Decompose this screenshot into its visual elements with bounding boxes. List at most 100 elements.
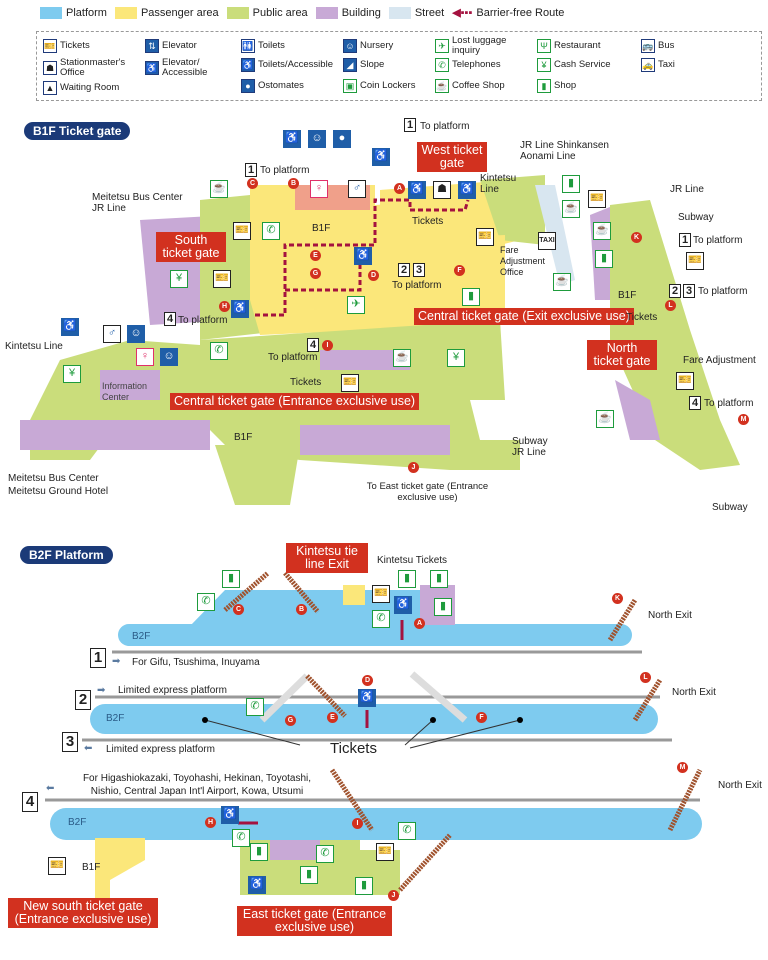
marker-d: D bbox=[362, 675, 373, 686]
nursery-icon: ☺ bbox=[160, 348, 178, 366]
legend-item: 🚌Bus bbox=[641, 39, 674, 53]
telephone-icon: ✆ bbox=[246, 698, 264, 716]
legend-item: ☺Nursery bbox=[343, 39, 393, 53]
platform-direction: Limited express platform bbox=[118, 685, 227, 696]
kintetsu-tickets-label: Kintetsu Tickets bbox=[377, 555, 448, 566]
stairs bbox=[607, 598, 638, 642]
legend-item: ☕Coffee Shop bbox=[435, 79, 505, 93]
tickets-icon: 🎫 bbox=[213, 270, 231, 288]
marker-g: G bbox=[285, 715, 296, 726]
building-area bbox=[270, 840, 320, 860]
marker-e: E bbox=[310, 250, 321, 261]
west-ticket-gate-label[interactable]: West ticket gate bbox=[417, 142, 487, 172]
north-exit-label: North Exit bbox=[718, 780, 762, 791]
legend-label: Taxi bbox=[658, 59, 675, 70]
shop-icon: ▮ bbox=[300, 866, 318, 884]
toilets-icon: 🚻 bbox=[241, 39, 255, 53]
legend-label: Elevator bbox=[162, 40, 197, 51]
marker-i: I bbox=[322, 340, 333, 351]
floor-label: B2F bbox=[132, 631, 151, 642]
telephone-icon: ✆ bbox=[372, 610, 390, 628]
platform-4 bbox=[50, 808, 702, 840]
legend-label: Cash Service bbox=[554, 59, 611, 70]
stairs bbox=[329, 768, 375, 832]
platform-number: 2 bbox=[75, 690, 91, 710]
shop-icon: ▮ bbox=[537, 79, 551, 93]
fare-adjustment-office-label: Fare Adjustment Office bbox=[500, 245, 546, 277]
tickets-point bbox=[202, 717, 208, 723]
east-gate-label[interactable]: East ticket gate (Entrance exclusive use… bbox=[237, 906, 392, 936]
telephone-icon: ✆ bbox=[398, 822, 416, 840]
platform-number: 3 bbox=[62, 732, 78, 752]
platform-1 bbox=[118, 624, 632, 646]
escalator bbox=[409, 671, 468, 723]
new-south-gate-label[interactable]: New south ticket gate (Entrance exclusiv… bbox=[8, 898, 158, 928]
jr-line-label: JR Line bbox=[670, 184, 704, 195]
south-ticket-gate-label[interactable]: South ticket gate bbox=[156, 232, 226, 262]
legend-label: Coffee Shop bbox=[452, 80, 505, 91]
north-ticket-gate-label[interactable]: North ticket gate bbox=[587, 340, 657, 370]
nursery-icon: ☺ bbox=[127, 325, 145, 343]
subway-label: Subway bbox=[712, 502, 748, 513]
platform-direction: For Gifu, Tsushima, Inuyama bbox=[132, 657, 260, 668]
legend-label: Shop bbox=[554, 80, 577, 91]
elevator-accessible-icon: ♿ bbox=[408, 181, 426, 199]
central-entrance-gate-label[interactable]: Central ticket gate (Entrance exclusive … bbox=[170, 393, 420, 410]
bus-icon: 🚌 bbox=[641, 39, 655, 53]
slope-icon: ♿ bbox=[61, 318, 79, 336]
fare-adjustment-label: Fare Adjustment bbox=[683, 355, 756, 366]
coffee-shop-icon: ☕ bbox=[435, 79, 449, 93]
icon-legend: 🎫Tickets ☗Stationmaster's Office ▲Waitin… bbox=[36, 31, 762, 101]
slope-icon: ♿ bbox=[372, 148, 390, 166]
subway-jr-label: Subway JR Line bbox=[512, 436, 548, 458]
tickets-pointer bbox=[204, 719, 301, 746]
tickets-point bbox=[517, 717, 523, 723]
platform-number: 3 bbox=[683, 284, 695, 298]
shop-icon: ▮ bbox=[398, 570, 416, 588]
ostomates-icon: ● bbox=[333, 130, 351, 148]
legend-item: ▮Shop bbox=[537, 79, 576, 93]
legend-label: Nursery bbox=[360, 40, 394, 51]
ostomates-icon: ● bbox=[241, 79, 255, 93]
jr-shinkansen-aonami-label: JR Line Shinkansen Aonami Line bbox=[520, 140, 609, 162]
slope-icon: ◢ bbox=[343, 58, 357, 72]
central-exit-gate-label[interactable]: Central ticket gate (Exit exclusive use) bbox=[414, 308, 634, 325]
legend-item: ♿Toilets/Accessible bbox=[241, 58, 333, 72]
platform-number: 4 bbox=[689, 396, 701, 410]
shop-icon: ▮ bbox=[562, 175, 580, 193]
telephone-icon: ✆ bbox=[435, 58, 449, 72]
legend-item: ▲Waiting Room bbox=[43, 81, 119, 95]
marker-a: A bbox=[414, 618, 425, 629]
marker-l: L bbox=[640, 672, 651, 683]
building-swatch bbox=[315, 6, 338, 19]
tickets-icon: 🎫 bbox=[233, 222, 251, 240]
kintetsu-line-label: Kintetsu Line bbox=[5, 341, 63, 352]
shop-icon: ▮ bbox=[595, 250, 613, 268]
platform-number: 1 bbox=[404, 118, 416, 132]
marker-j: J bbox=[408, 462, 419, 473]
kintetsu-exit-label[interactable]: Kintetsu tie line Exit bbox=[286, 543, 368, 573]
direction-arrow-icon: ➡ bbox=[97, 685, 106, 696]
marker-c: C bbox=[233, 604, 244, 615]
legend-label: Platform bbox=[66, 6, 107, 19]
nursery-icon: ☺ bbox=[308, 130, 326, 148]
telephone-icon: ✆ bbox=[316, 845, 334, 863]
tickets-icon: 🎫 bbox=[588, 190, 606, 208]
stairs bbox=[283, 571, 320, 614]
direction-arrow-icon: ➡ bbox=[112, 656, 121, 667]
coin-lockers-icon: ▣ bbox=[343, 79, 357, 93]
legend-label: Barrier-free Route bbox=[476, 6, 565, 19]
tickets-pointer bbox=[409, 719, 521, 749]
shop-icon: ▮ bbox=[250, 843, 268, 861]
north-exit-label: North Exit bbox=[672, 687, 716, 698]
legend-label: Toilets/Accessible bbox=[258, 59, 333, 70]
legend-label: Passenger area bbox=[140, 6, 219, 19]
legend-item: 🚕Taxi bbox=[641, 58, 675, 72]
platform-number: 2 bbox=[669, 284, 681, 298]
floor-label: B1F bbox=[312, 223, 331, 234]
meitetsu-bus-hotel-label: Meitetsu Bus Center Meitetsu Ground Hote… bbox=[8, 473, 109, 497]
tickets-label: Tickets bbox=[626, 312, 658, 323]
tickets-label: Tickets bbox=[412, 216, 444, 227]
north-exit-label: North Exit bbox=[648, 610, 692, 621]
